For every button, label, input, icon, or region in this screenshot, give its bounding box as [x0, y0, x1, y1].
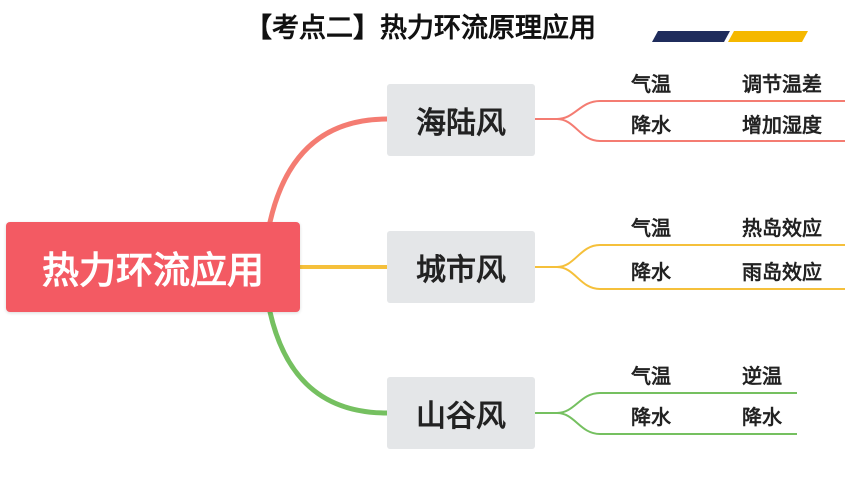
leaf-factor: 降水 [631, 405, 671, 429]
leaf-effect: 降水 [742, 405, 782, 429]
decorative-bar-navy [652, 31, 730, 42]
leaf-factor: 气温 [631, 364, 671, 388]
leaf-effect: 热岛效应 [742, 216, 822, 240]
leaf-effect: 调节温差 [742, 72, 822, 96]
branch-node-valley-breeze: 山谷风 [387, 377, 535, 449]
connector-root-to-valley-breeze [267, 309, 390, 416]
branch-node-sea-land-breeze: 海陆风 [387, 84, 535, 156]
leaf-factor: 气温 [631, 72, 671, 96]
leaf-factor: 降水 [631, 260, 671, 284]
decorative-bar-gold [728, 31, 808, 42]
leaf-effect: 雨岛效应 [742, 260, 822, 284]
leaf-factor: 降水 [631, 113, 671, 137]
branch-fork-sea-land-breeze [535, 100, 845, 142]
leaf-effect: 增加湿度 [742, 113, 822, 137]
page-title: 【考点二】热力环流原理应用 [245, 13, 596, 44]
branch-fork-valley-breeze [535, 392, 797, 435]
connector-root-to-sea-land-breeze [267, 116, 390, 225]
branch-node-urban-breeze: 城市风 [387, 231, 535, 303]
leaf-factor: 气温 [631, 216, 671, 240]
leaf-effect: 逆温 [742, 364, 782, 388]
branch-fork-urban-breeze [535, 244, 845, 290]
root-node: 热力环流应用 [6, 222, 300, 312]
